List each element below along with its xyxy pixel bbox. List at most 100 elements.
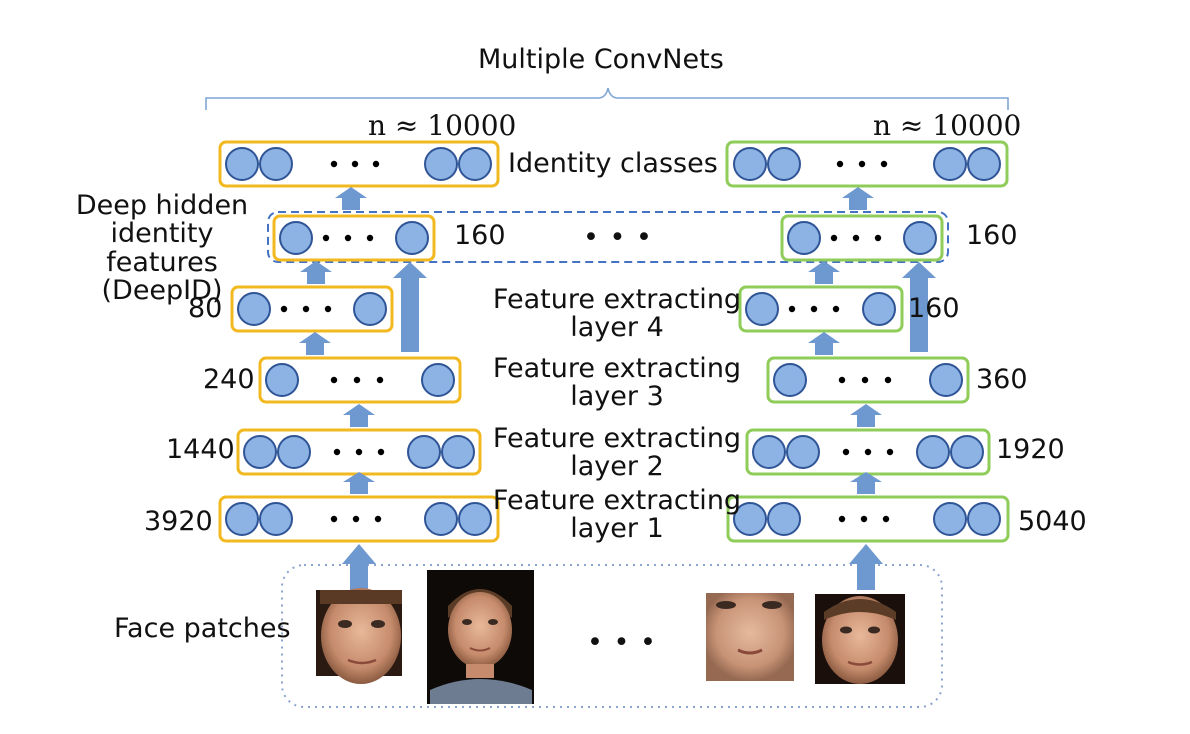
- dot: [355, 448, 363, 456]
- left-layer-4: [230, 285, 394, 333]
- face-patch-image: [706, 593, 794, 681]
- left-layer-1: [218, 495, 500, 543]
- left-layer-1-dim: 3920: [144, 506, 213, 537]
- face-patch-image: [815, 594, 905, 684]
- dot: [852, 234, 860, 242]
- layer-4-label: Feature extracting layer 4: [492, 284, 742, 344]
- dot: [788, 305, 796, 313]
- dot: [832, 305, 840, 313]
- face-patches-ellipsis: • • •: [587, 627, 657, 658]
- neuron: [259, 147, 293, 181]
- left-identity-layer: [218, 140, 500, 188]
- left-layer-2-dim: 1440: [166, 434, 235, 465]
- neuron: [933, 147, 967, 181]
- dot: [353, 376, 361, 384]
- dot: [330, 160, 338, 168]
- left-layer-4-dim: 80: [188, 293, 223, 324]
- neuron: [421, 363, 455, 397]
- left-deepid-layer: [272, 214, 436, 262]
- dot: [344, 234, 352, 242]
- dot: [830, 234, 838, 242]
- arrow-up: [808, 261, 840, 284]
- face-patches-label: Face patches: [114, 613, 291, 644]
- neuron: [773, 363, 807, 397]
- dot: [838, 515, 846, 523]
- dot: [352, 515, 360, 523]
- right-layer-3-dim: 360: [976, 364, 1028, 395]
- dot: [880, 160, 888, 168]
- dot: [842, 448, 850, 456]
- arrow-up-skip: [902, 262, 936, 352]
- neuron: [243, 435, 277, 469]
- dot: [874, 234, 882, 242]
- right-layer-1: [726, 495, 1010, 543]
- arrow-up-input: [849, 544, 883, 590]
- layer-1-label: Feature extracting layer 1: [492, 485, 742, 545]
- dot: [324, 305, 332, 313]
- neuron: [225, 147, 259, 181]
- neuron: [903, 221, 937, 255]
- right-deepid-dim: 160: [966, 220, 1018, 251]
- dot: [374, 515, 382, 523]
- right-layer-4: [738, 285, 904, 333]
- neuron: [424, 147, 458, 181]
- left-layer-3-dim: 240: [203, 364, 255, 395]
- arrow-up: [343, 472, 375, 494]
- arrow-up: [299, 332, 331, 355]
- dot: [864, 448, 872, 456]
- neuron: [767, 147, 801, 181]
- arrow-up-skip: [393, 262, 427, 352]
- neuron: [458, 147, 492, 181]
- dot: [861, 376, 869, 384]
- neuron: [745, 292, 779, 326]
- arrow-up: [850, 472, 882, 494]
- dot: [302, 305, 310, 313]
- multiple-convnets-brace: [205, 87, 1009, 110]
- dot: [372, 160, 380, 168]
- neuron: [279, 221, 313, 255]
- face-patch-image: [316, 588, 402, 684]
- right-layer-2-dim: 1920: [996, 434, 1065, 465]
- right-deepid-layer: [780, 214, 944, 262]
- left-deepid-dim: 160: [454, 220, 506, 251]
- left-convnet: [218, 140, 500, 590]
- right-convnet: [725, 140, 1010, 590]
- right-layer-4-dim: 160: [908, 293, 960, 324]
- neuron: [395, 221, 429, 255]
- neuron: [424, 502, 458, 536]
- arrow-up: [300, 261, 332, 284]
- layer-2-label: Feature extracting layer 2: [492, 423, 742, 483]
- arrow-up: [850, 404, 882, 427]
- dot: [333, 448, 341, 456]
- neuron: [862, 292, 896, 326]
- right-layer-1-dim: 5040: [1018, 506, 1087, 537]
- neuron: [950, 435, 984, 469]
- diagram-title: Multiple ConvNets: [478, 44, 724, 75]
- between-nets-ellipsis: • • •: [583, 222, 653, 253]
- dot: [280, 305, 288, 313]
- arrow-up: [335, 187, 367, 210]
- neuron: [458, 502, 492, 536]
- neuron: [786, 435, 820, 469]
- arrow-up: [842, 187, 874, 210]
- neuron: [933, 502, 967, 536]
- arrow-up-input: [342, 544, 376, 590]
- neuron: [441, 435, 475, 469]
- dot: [810, 305, 818, 313]
- neuron: [259, 502, 293, 536]
- neuron: [407, 435, 441, 469]
- left-n-label: n ≈ 10000: [368, 109, 517, 142]
- neuron: [752, 435, 786, 469]
- right-identity-layer: [725, 140, 1009, 188]
- left-layer-3: [258, 356, 462, 404]
- face-patches-box: [281, 564, 943, 708]
- dot: [351, 160, 359, 168]
- neuron: [967, 147, 1001, 181]
- identity-classes-label: Identity classes: [508, 148, 718, 179]
- deepid-label: Deep hidden identity features (DeepID): [75, 190, 249, 307]
- right-n-label: n ≈ 10000: [873, 109, 1022, 142]
- right-layer-3: [766, 356, 970, 404]
- arrow-up: [808, 332, 840, 355]
